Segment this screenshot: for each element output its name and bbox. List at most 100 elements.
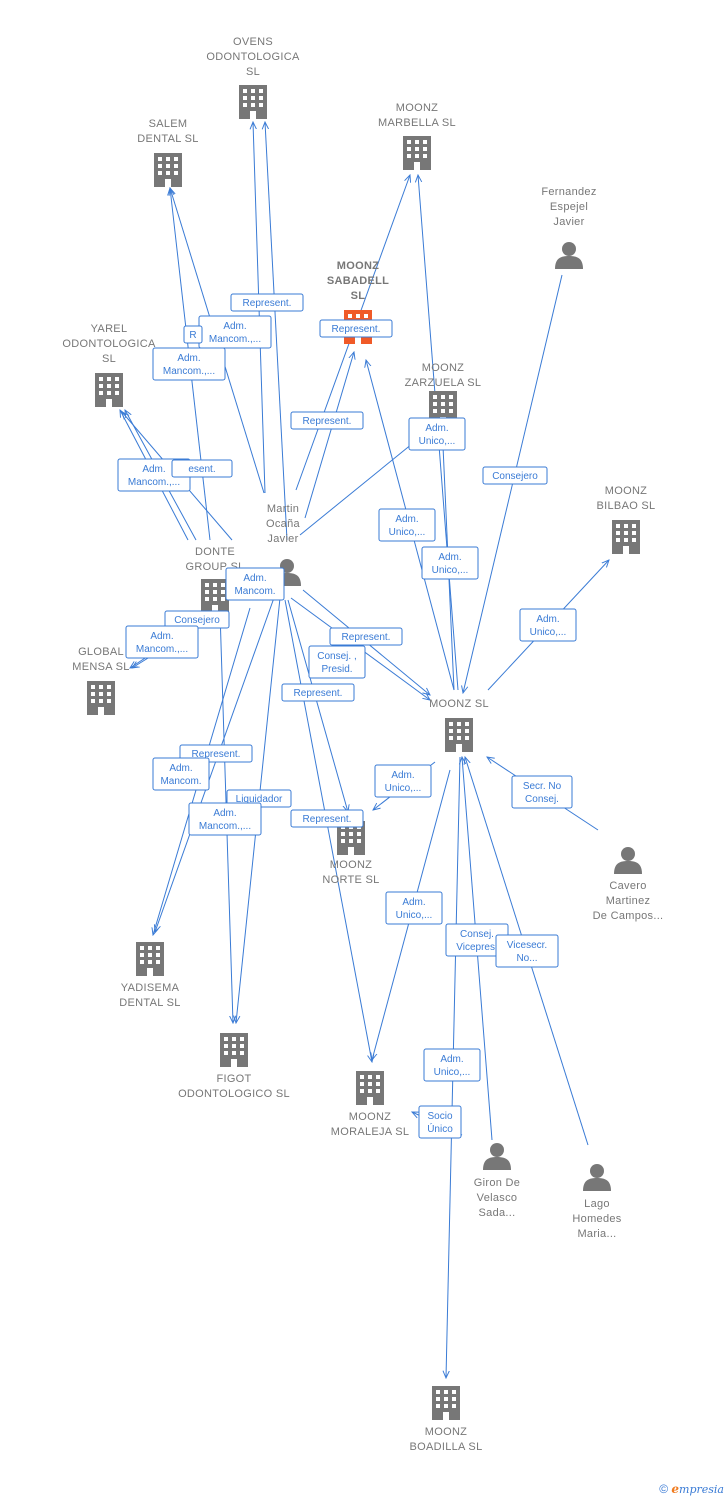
node-label: DONTE (195, 546, 235, 558)
edge-label[interactable]: Adm.Mancom. (152, 757, 210, 791)
edge-label-text: Vicesecr. (507, 940, 547, 951)
edge-label-text: Adm. (243, 573, 266, 584)
node-label: GLOBAL (78, 646, 124, 658)
edge-label-text: Represent. (303, 416, 352, 427)
company-icon (136, 942, 164, 976)
node-label: Martinez (606, 895, 651, 907)
node-yadisema[interactable]: YADISEMA DENTAL SL (119, 942, 180, 1009)
edge-label-text: Unico,... (389, 527, 426, 538)
edge-label-text: No... (516, 953, 537, 964)
edge-label-box (329, 627, 403, 646)
edge-label[interactable]: Adm.Unico,... (374, 764, 432, 798)
edge-label[interactable]: Consejero (482, 466, 548, 485)
brand-footer[interactable]: © empresia (659, 1482, 724, 1496)
edge-label[interactable]: Consejero (164, 610, 230, 629)
edge-label[interactable]: Represent. (290, 411, 364, 430)
edge-label[interactable]: Consej. ,Presid. (308, 645, 366, 679)
edge-label[interactable]: Adm.Unico,... (423, 1048, 481, 1082)
company-icon (612, 520, 640, 554)
node-lago[interactable]: LagoHomedesMaria... (572, 1164, 621, 1240)
node-label: MARBELLA SL (378, 117, 456, 129)
node-label: Javier (267, 533, 298, 545)
edge-label-box (152, 757, 210, 791)
edge-label-box (423, 1048, 481, 1082)
edge-line (284, 599, 372, 1062)
edge-label[interactable]: Adm.Mancom. (225, 567, 285, 601)
copyright-symbol: © (659, 1482, 669, 1496)
edge-label[interactable]: Adm.Unico,... (519, 608, 577, 642)
edge-label-text: Mancom.,... (136, 644, 188, 655)
edge-label-box (418, 1105, 462, 1139)
edge-label-box (290, 809, 364, 828)
company-icon (432, 1386, 460, 1420)
node-label: Homedes (572, 1213, 621, 1225)
edge-label[interactable]: Represent. (230, 293, 304, 312)
edge-label-text: Vicepres. (456, 942, 498, 953)
edge-label[interactable]: Adm. Unico,... (385, 891, 443, 925)
edge-label-text: Mancom.,... (128, 477, 180, 488)
node-moonzsl[interactable]: MOONZ SL (429, 698, 489, 752)
edge-label[interactable]: Adm.Mancom.,... (152, 347, 226, 381)
node-label: DENTAL SL (119, 997, 180, 1009)
edge-line (299, 435, 423, 536)
edge-label[interactable]: Adm.Mancom.,... (198, 315, 272, 349)
edge-label[interactable]: Represent. (281, 683, 355, 702)
company-icon (201, 579, 229, 613)
edge-label-box (281, 683, 355, 702)
node-label: Sada... (479, 1207, 516, 1219)
node-label: Espejel (550, 201, 588, 213)
edge-label[interactable]: Represent. (329, 627, 403, 646)
edge-label[interactable]: esent. (171, 459, 233, 478)
edge-label[interactable]: Adm.Mancom.,... (188, 802, 262, 836)
edge-label-box (374, 764, 432, 798)
edge-label[interactable]: Adm. Unico,... (378, 508, 436, 542)
edge-label-box (308, 645, 366, 679)
edge-label-box (230, 293, 304, 312)
edge-label-box (225, 567, 285, 601)
edge-label[interactable]: Adm.Unico,... (421, 546, 479, 580)
node-label: ODONTOLOGICA (62, 338, 156, 350)
edge-label-text: Adm. (402, 897, 425, 908)
edge-label[interactable]: Adm.Mancom.,... (125, 625, 199, 659)
person-icon (555, 242, 583, 269)
node-label: Javier (553, 216, 584, 228)
node-giron[interactable]: Giron DeVelascoSada... (474, 1143, 520, 1219)
node-label: SL (351, 290, 366, 302)
edge-label[interactable]: Represent. (319, 319, 393, 338)
edge-label-text: Unico,... (396, 910, 433, 921)
edge-label[interactable]: R (183, 325, 203, 344)
node-label: BOADILLA SL (409, 1441, 482, 1453)
edge-label-box (482, 466, 548, 485)
edge-label-box (319, 319, 393, 338)
edge-label[interactable]: Adm.Unico,... (408, 417, 466, 451)
edge-label-box (495, 934, 559, 968)
node-label: DENTAL SL (137, 133, 198, 145)
edge-label[interactable]: Represent. (290, 809, 364, 828)
edge-label-text: Adm. (169, 763, 192, 774)
company-icon (95, 373, 123, 407)
node-label: YADISEMA (121, 982, 180, 994)
edge-label-text: Represent. (342, 632, 391, 643)
edge-label[interactable]: Vicesecr. No... (495, 934, 559, 968)
person-icon (583, 1164, 611, 1191)
edge-label-text: Adm. (395, 514, 418, 525)
